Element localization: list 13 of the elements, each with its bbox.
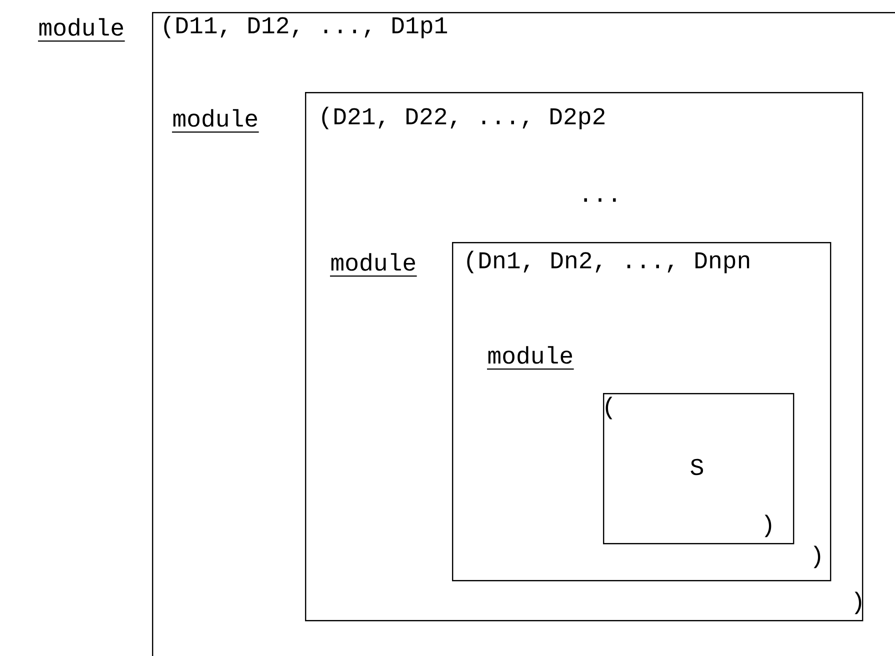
statement-text: S: [690, 458, 704, 476]
ellipsis-text: ...: [584, 198, 616, 202]
closing-bracket: ): [854, 592, 862, 614]
keyword-label: module: [330, 253, 417, 277]
parameter-list: (Dn1, Dn2, ..., Dnpn: [467, 250, 750, 274]
parameter-list: (D11, D12, ..., D1p1: [164, 16, 448, 38]
parameter-list: (D21, D22, ..., D2p2: [322, 106, 604, 130]
keyword-label: module: [487, 346, 574, 370]
opening-bracket: (: [606, 396, 612, 420]
keyword-label: module: [38, 18, 125, 42]
keyword-label: module: [172, 109, 259, 133]
closing-bracket: ): [764, 514, 772, 538]
closing-bracket: ): [814, 546, 820, 568]
